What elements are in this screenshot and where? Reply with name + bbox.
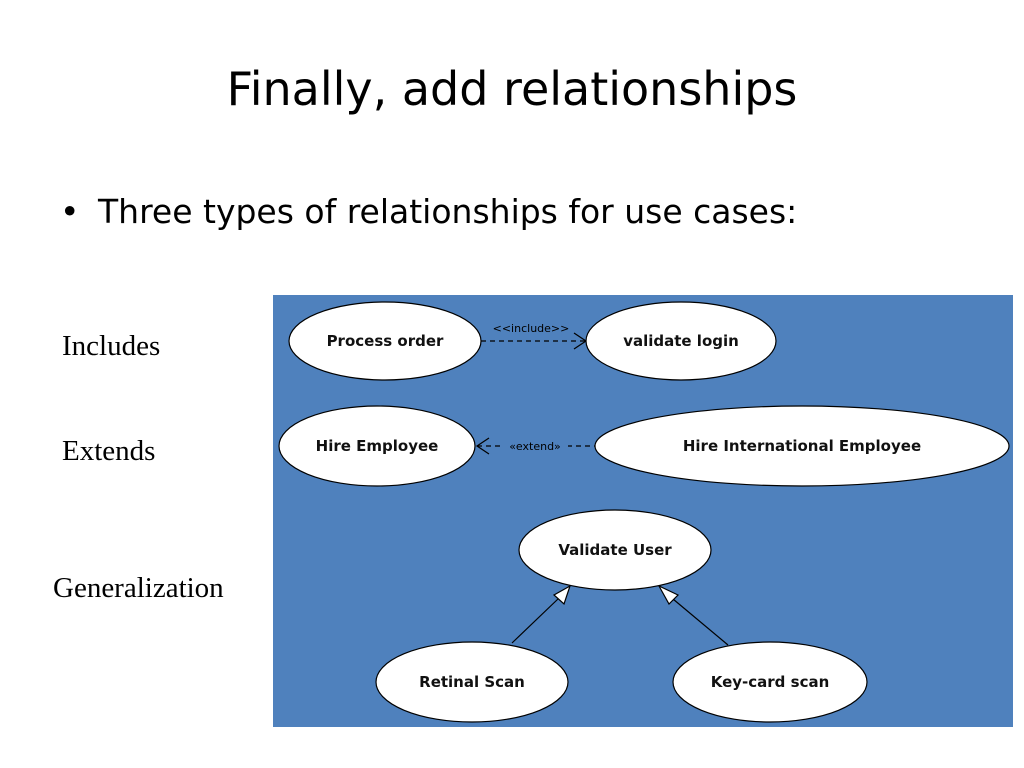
generalization-arrowhead-keycard: [657, 584, 680, 605]
diagram-canvas: <<include>> «extend» Process order valid…: [273, 295, 1013, 727]
use-case-validate-login: validate login: [585, 301, 777, 381]
bullet-text: Three types of relationships for use cas…: [98, 192, 798, 231]
extend-stereotype: «extend»: [509, 440, 561, 453]
use-case-retinal-scan: Retinal Scan: [375, 641, 569, 723]
use-case-label: Key-card scan: [711, 673, 830, 691]
includes-label: Includes: [62, 330, 161, 362]
use-case-hire-employee: Hire Employee: [278, 405, 476, 487]
use-case-label: Hire International Employee: [683, 437, 921, 455]
use-case-validate-user: Validate User: [518, 509, 712, 591]
use-case-label: Process order: [327, 332, 444, 350]
bullet-item: • Three types of relationships for use ca…: [60, 192, 797, 231]
generalization-label: Generalization: [53, 572, 224, 604]
generalization-line-retinal: [511, 597, 560, 644]
extends-label: Extends: [62, 435, 156, 467]
extend-arrowhead: [475, 437, 490, 455]
use-case-label: Validate User: [558, 541, 672, 559]
use-case-process-order: Process order: [288, 301, 482, 381]
extend-label-backdrop: [502, 439, 568, 453]
generalization-line-keycard: [672, 598, 729, 646]
use-case-diagram: <<include>> «extend» Process order valid…: [273, 295, 1013, 727]
slide-title: Finally, add relationships: [226, 62, 798, 116]
include-stereotype: <<include>>: [493, 322, 570, 335]
bullet-icon: •: [60, 192, 80, 231]
use-case-label: Hire Employee: [316, 437, 439, 455]
use-case-key-card-scan: Key-card scan: [672, 641, 868, 723]
use-case-label: Retinal Scan: [419, 673, 525, 691]
use-case-label: validate login: [623, 332, 739, 350]
use-case-hire-international-employee: Hire International Employee: [594, 405, 1010, 487]
generalization-arrowhead-retinal: [552, 584, 572, 606]
